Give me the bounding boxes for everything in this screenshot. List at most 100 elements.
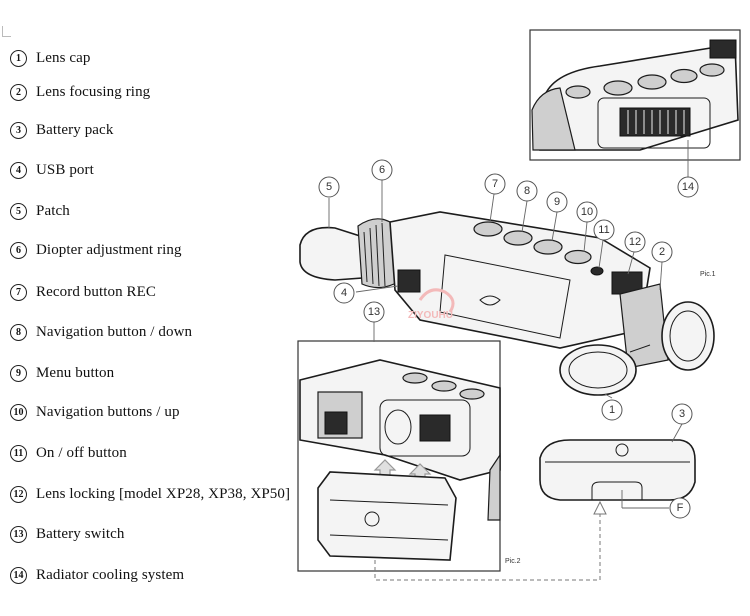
slot-f [591, 481, 643, 500]
legend-label: Lens cap [36, 49, 91, 66]
lens-glass [669, 310, 707, 362]
legend-item: 14 Radiator cooling system [10, 563, 184, 587]
callout-6: 6 [371, 159, 393, 181]
radiator-closeup-inset [529, 29, 741, 161]
callout-label: 3 [679, 408, 685, 420]
top-button [565, 85, 591, 99]
top-button [670, 68, 698, 84]
legend-label: Radiator cooling system [36, 566, 185, 583]
cap-strap [629, 344, 651, 353]
legend-number: 14 [10, 566, 27, 584]
legend-number: 4 [10, 161, 27, 179]
rear-grip [709, 39, 737, 59]
legend-label: USB port [36, 161, 94, 178]
top-button [459, 388, 485, 400]
callout-10: 10 [576, 201, 598, 223]
record-button [473, 221, 503, 237]
legend-item: 13 Battery switch [10, 522, 124, 546]
battery-switch [419, 414, 451, 442]
battery-logo [615, 443, 629, 457]
usb-port [397, 269, 421, 293]
focus-ring [619, 283, 669, 369]
battery-contact [384, 409, 412, 445]
legend-number: 9 [10, 364, 27, 382]
callout-label: 11 [598, 224, 609, 236]
battery-pack [317, 471, 457, 561]
callout-13: 13 [363, 301, 385, 323]
callout-11: 11 [593, 219, 615, 241]
legend-label: On / off button [36, 444, 127, 461]
callout-7: 7 [484, 173, 506, 195]
top-button [431, 380, 457, 392]
legend-item: 3 Battery pack [10, 118, 113, 142]
legend-number: 11 [10, 444, 27, 462]
callout-4: 4 [333, 282, 355, 304]
legend-number: 3 [10, 121, 27, 139]
legend-number: 8 [10, 323, 27, 341]
radiator-plate [597, 97, 711, 149]
callout-label: 7 [492, 178, 498, 190]
legend-item: 11 On / off button [10, 441, 127, 465]
legend-label: Navigation buttons / up [36, 403, 180, 420]
callout-9: 9 [546, 191, 568, 213]
watermark-text: ZIYOUHU [408, 310, 453, 321]
nav-down-button [503, 230, 533, 246]
legend-label: Navigation button / down [36, 323, 193, 340]
callout-3: 3 [671, 403, 693, 425]
battery-compartment-inset [297, 340, 501, 572]
legend-item: 9 Menu button [10, 361, 114, 385]
main-monocular [299, 211, 715, 396]
watermark-logo [418, 288, 455, 313]
callout-8: 8 [516, 180, 538, 202]
battery-pack-side-view [539, 439, 696, 501]
callout-12: 12 [624, 231, 646, 253]
insertion-path [374, 512, 601, 581]
legend-label: Battery switch [36, 525, 125, 542]
legend-item: 7 Record button REC [10, 280, 156, 304]
battery-bay [379, 399, 471, 457]
legend-number: 7 [10, 283, 27, 301]
legend-item: 1 Lens cap [10, 46, 91, 70]
legend-number: 13 [10, 525, 27, 543]
legend-number: 6 [10, 241, 27, 259]
leader-lines [328, 180, 683, 509]
callout-label: 10 [581, 206, 593, 218]
inset-frame [529, 29, 741, 161]
legend-label: Battery pack [36, 121, 114, 138]
callout-label: 6 [379, 164, 385, 176]
logo-mark [479, 295, 501, 306]
callout-f: F [669, 497, 691, 519]
legend-number: 5 [10, 202, 27, 220]
top-button [402, 372, 428, 384]
radiator-grille [619, 107, 691, 137]
callout-label: 8 [524, 185, 530, 197]
callout-1: 1 [601, 399, 623, 421]
legend-label: Record button REC [36, 283, 157, 300]
nav-up-button [564, 249, 592, 265]
lens-cap-inner [568, 351, 628, 389]
legend-item: 10 Navigation buttons / up [10, 400, 180, 424]
eyepiece-edge [531, 87, 576, 151]
legend-label: Lens focusing ring [36, 83, 151, 100]
menu-button [533, 239, 563, 255]
legend-label: Diopter adjustment ring [36, 241, 182, 258]
legend-label: Menu button [36, 364, 115, 381]
legend-item: 8 Navigation button / down [10, 320, 192, 344]
top-button [603, 80, 633, 96]
side-port [324, 411, 348, 435]
legend-item: 6 Diopter adjustment ring [10, 238, 182, 262]
callout-label: 5 [326, 181, 332, 193]
legend-number: 10 [10, 403, 27, 421]
power-button [590, 266, 604, 276]
legend-item: 2 Lens focusing ring [10, 80, 150, 104]
battery-pack-side [539, 439, 696, 501]
callout-2: 2 [651, 241, 673, 263]
legend-number: 2 [10, 83, 27, 101]
legend-number: 1 [10, 49, 27, 67]
legend-label: Lens locking [model XP28, XP38, XP50] [36, 485, 291, 502]
lens-cap [559, 344, 637, 396]
callout-label: 2 [659, 246, 665, 258]
callout-label: 12 [629, 236, 641, 248]
